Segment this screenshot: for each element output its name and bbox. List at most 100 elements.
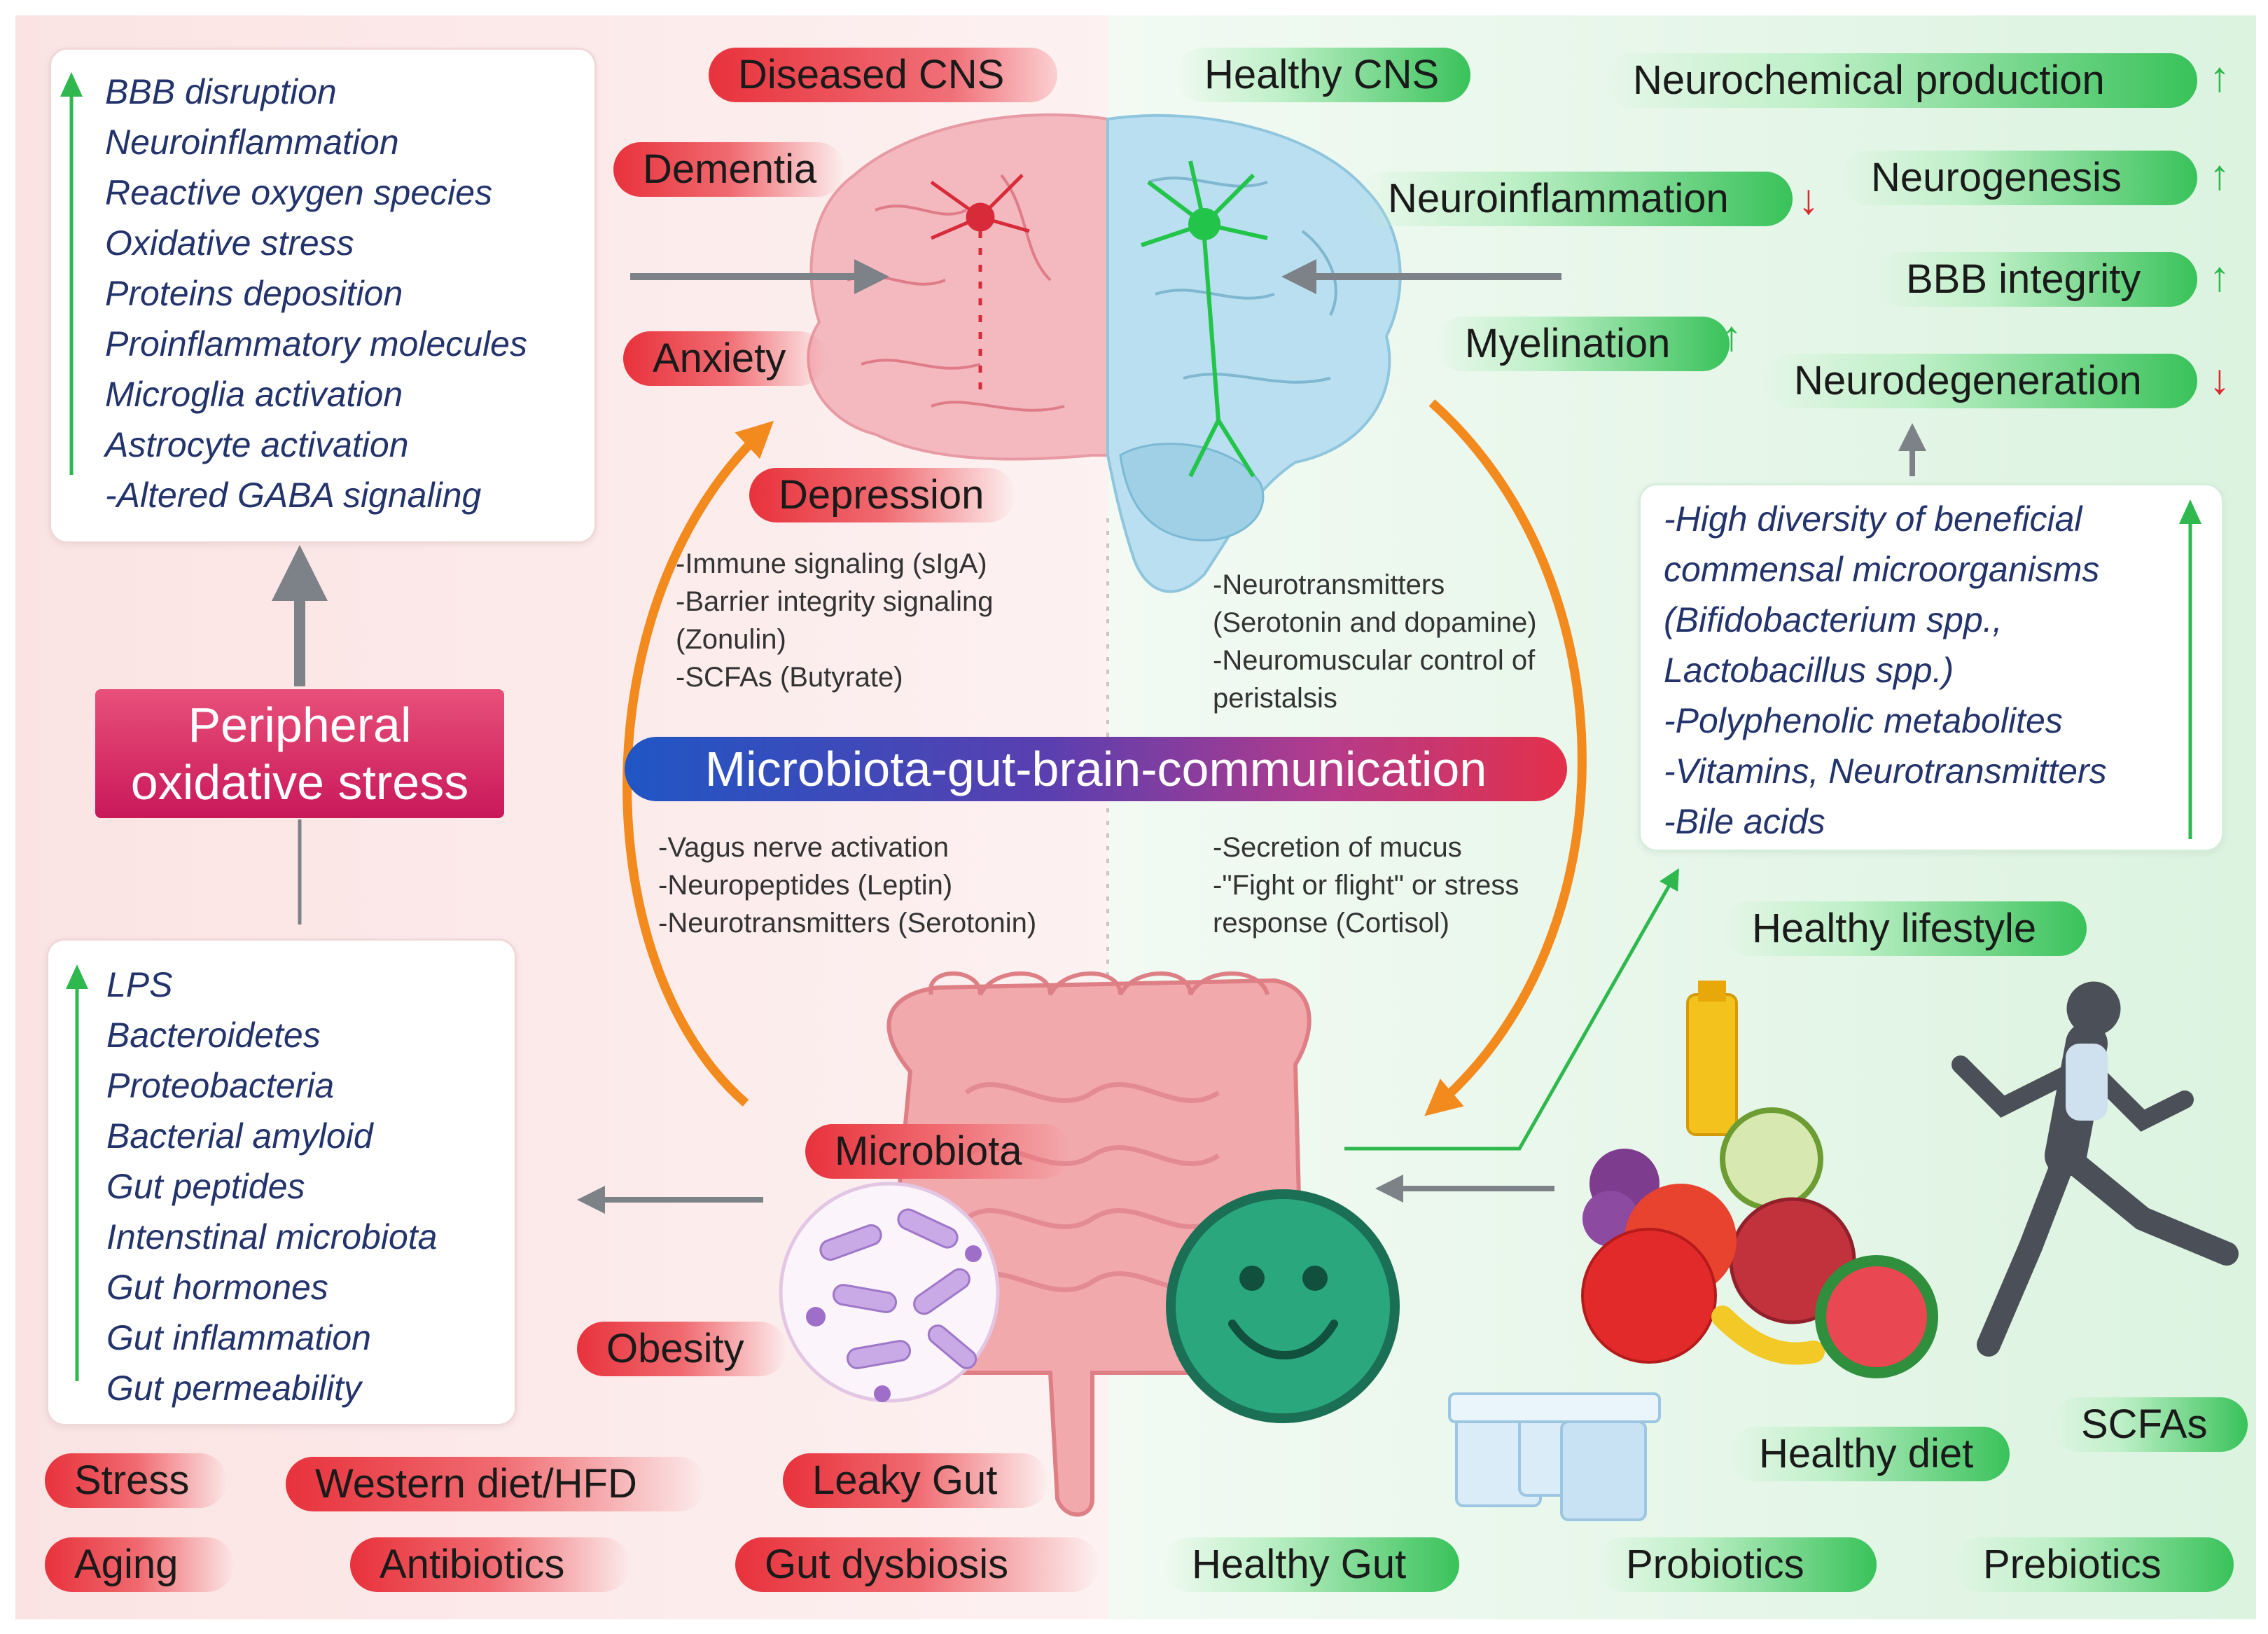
list-item: -Altered GABA signaling — [105, 476, 482, 515]
mechanism-mucus-stress: -Secretion of mucus -"Fight or flight" o… — [1213, 829, 1519, 942]
label-neurogenesis: Neurogenesis — [1842, 151, 2197, 205]
list-item: Astrocyte activation — [105, 425, 409, 464]
label-prebiotics: Prebiotics — [1954, 1537, 2234, 1592]
list-item: Gut permeability — [106, 1369, 362, 1408]
label-healthy-cns: Healthy CNS — [1176, 48, 1470, 102]
mechanism-line: -Barrier integrity signaling — [676, 586, 994, 617]
probiotic-yogurt-icon — [1448, 1392, 1661, 1521]
increase-arrow-cns-list — [60, 72, 83, 475]
healthy-neuron — [1141, 160, 1268, 478]
label-obesity: Obesity — [577, 1322, 787, 1376]
up-arrow-icon: ↑ — [1721, 312, 1742, 359]
list-item: -Vitamins, Neurotransmitters — [1664, 752, 2107, 791]
list-item: BBB disruption — [105, 72, 337, 111]
down-arrow-icon: ↓ — [2209, 356, 2230, 403]
mechanism-line: (Zonulin) — [676, 624, 786, 655]
microbiota-illustration — [779, 1182, 1000, 1403]
green-arrow-gut-to-right-list — [1344, 868, 1679, 1151]
mechanism-line: -Immune signaling (sIgA) — [676, 548, 987, 579]
gut-effects-panel — [46, 939, 517, 1426]
down-arrow-icon: ↓ — [1798, 176, 1819, 223]
label-gut-dysbiosis: Gut dysbiosis — [735, 1537, 1099, 1592]
mechanism-line: response (Cortisol) — [1213, 908, 1449, 939]
list-item: Bacteroidetes — [106, 1016, 321, 1055]
list-item: Gut hormones — [106, 1268, 328, 1307]
beneficial-factors-list: -High diversity of beneficial commensal … — [1664, 494, 2107, 847]
brain-diseased-half — [807, 113, 1109, 461]
list-item: Microglia activation — [105, 375, 403, 414]
cns-effects-list: BBB disruption Neuroinflammation Reactiv… — [105, 67, 527, 520]
list-item: Proinflammatory molecules — [105, 324, 527, 364]
up-arrow-icon: ↑ — [2209, 253, 2230, 300]
list-item: Reactive oxygen species — [105, 173, 493, 212]
list-item: (Bifidobacterium spp., — [1664, 600, 2003, 639]
smiley-face-icon — [1166, 1189, 1400, 1423]
orange-arrow-brain-to-gut — [1424, 399, 1587, 1116]
list-item: Proteobacteria — [106, 1066, 335, 1105]
list-item: -Bile acids — [1664, 802, 1825, 841]
increase-arrow-gut-list — [66, 964, 88, 1381]
label-neuroinflammation: Neuroinflammation — [1358, 172, 1793, 226]
gut-effects-list: LPS Bacteroidetes Proteobacteria Bacteri… — [106, 960, 437, 1413]
peripheral-oxidative-stress-box: Peripheral oxidative stress — [95, 689, 504, 818]
healthy-gyri — [1148, 176, 1337, 384]
damaged-neuron — [930, 174, 1030, 392]
mechanism-line: -Neurotransmitters — [1213, 569, 1445, 600]
list-item: Gut inflammation — [106, 1318, 371, 1357]
label-antibiotics: Antibiotics — [350, 1537, 630, 1592]
label-stress: Stress — [45, 1453, 227, 1508]
label-healthy-lifestyle: Healthy lifestyle — [1723, 901, 2087, 956]
brain-illustration — [807, 113, 1402, 593]
increase-arrow-beneficial-list — [2179, 499, 2201, 839]
mechanism-neurotransmitters: -Neurotransmitters (Serotonin and dopami… — [1213, 566, 1537, 717]
list-item: Proteins deposition — [105, 274, 403, 313]
runner-illustration — [1952, 981, 2239, 1357]
label-probiotics: Probiotics — [1596, 1537, 1877, 1592]
up-arrow-icon: ↑ — [2209, 53, 2230, 100]
list-item: -Polyphenolic metabolites — [1664, 701, 2063, 740]
peripheral-oxidative-stress-label: Peripheral oxidative stress — [130, 698, 469, 810]
mechanism-line: -Vagus nerve activation — [658, 832, 949, 863]
label-microbiota: Microbiota — [805, 1124, 1071, 1179]
list-item: -High diversity of beneficial — [1664, 499, 2082, 539]
label-healthy-diet: Healthy diet — [1730, 1427, 2010, 1481]
label-healthy-gut: Healthy Gut — [1162, 1537, 1459, 1592]
label-western-diet: Western diet/HFD — [286, 1457, 706, 1511]
up-arrow-icon: ↑ — [2209, 151, 2230, 198]
cerebellum — [1119, 443, 1265, 541]
mechanism-line: -SCFAs (Butyrate) — [676, 662, 903, 693]
mechanism-line: -Neuropeptides (Leptin) — [658, 870, 953, 901]
list-item: Neuroinflammation — [105, 123, 399, 162]
mechanism-vagus-nerve: -Vagus nerve activation -Neuropeptides (… — [658, 829, 1036, 942]
microbiota-gut-brain-banner: Microbiota-gut-brain-communication — [625, 737, 1567, 801]
label-bbb-integrity: BBB integrity — [1877, 252, 2197, 307]
mechanism-line: -Secretion of mucus — [1213, 832, 1462, 863]
list-item: Gut peptides — [106, 1167, 305, 1206]
mechanism-line: -Neuromuscular control of — [1213, 645, 1536, 676]
list-item: Oxidative stress — [105, 223, 354, 263]
list-item: LPS — [106, 965, 173, 1004]
mechanism-line: (Serotonin and dopamine) — [1213, 607, 1537, 638]
list-item: commensal microorganisms — [1664, 550, 2100, 589]
beneficial-factors-panel — [1639, 483, 2224, 852]
mechanism-immune-barrier: -Immune signaling (sIgA) -Barrier integr… — [676, 545, 994, 696]
label-myelination: Myelination — [1435, 317, 1730, 371]
cns-effects-panel — [49, 48, 597, 543]
label-neurochemical-production: Neurochemical production — [1603, 53, 2197, 108]
label-aging: Aging — [45, 1537, 234, 1592]
mechanism-line: peristalsis — [1213, 683, 1337, 714]
mechanism-line: -"Fight or flight" or stress — [1213, 870, 1519, 901]
label-diseased-cns: Diseased CNS — [709, 48, 1057, 102]
mechanism-line: -Neurotransmitters (Serotonin) — [658, 908, 1037, 939]
label-anxiety: Anxiety — [623, 331, 826, 386]
label-leaky-gut: Leaky Gut — [783, 1453, 1049, 1508]
list-item: Bacterial amyloid — [106, 1116, 373, 1156]
label-dementia: Dementia — [613, 142, 844, 197]
list-item: Intenstinal microbiota — [106, 1217, 438, 1256]
label-depression: Depression — [749, 468, 1015, 522]
list-item: Lactobacillus spp.) — [1664, 651, 1954, 690]
healthy-food-illustration — [1581, 981, 1938, 1378]
label-neurodegeneration: Neurodegeneration — [1765, 354, 2197, 408]
label-scfas: SCFAs — [2052, 1397, 2248, 1452]
